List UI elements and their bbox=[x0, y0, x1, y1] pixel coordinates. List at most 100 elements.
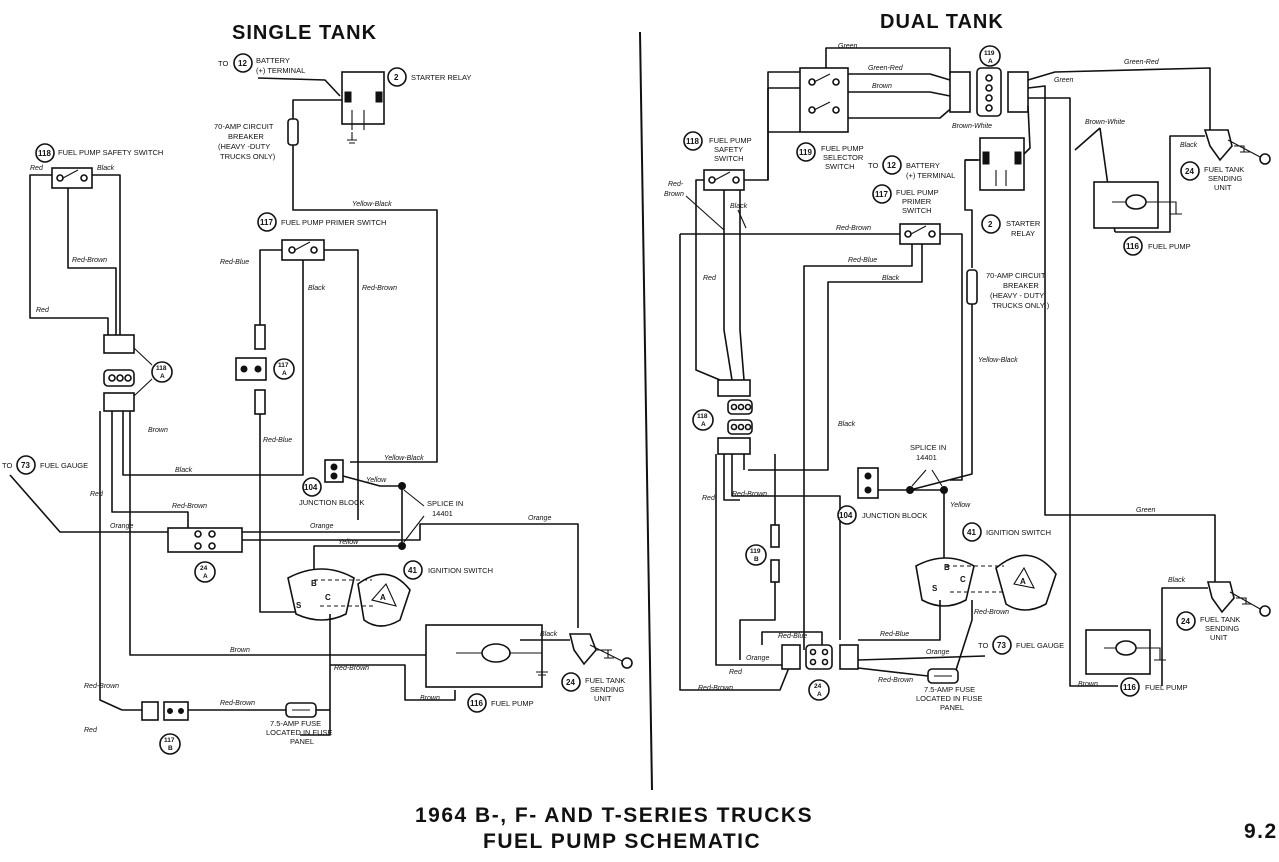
dual-sending-unit-bottom bbox=[1206, 581, 1235, 614]
dual-ref-119a-circle bbox=[979, 45, 1001, 67]
single-safety-switch-label: FUEL PUMP SAFETY SWITCH bbox=[58, 148, 163, 157]
single-wire-orange1 bbox=[9, 474, 168, 533]
single-splice-label2: 14401 bbox=[432, 509, 453, 518]
dual-primer-contact bbox=[910, 225, 927, 235]
dual-ref-116b-circle bbox=[1120, 677, 1140, 697]
single-24a-pin4 bbox=[208, 542, 216, 550]
single-wire-label-orange3: Orange bbox=[528, 515, 551, 522]
dual-wire-label-green3: Green bbox=[1136, 507, 1156, 514]
dual-relay-term-right bbox=[1014, 151, 1022, 165]
dual-ref-118a-circle bbox=[692, 409, 714, 431]
single-jb-term1 bbox=[330, 463, 338, 471]
single-ignition-term-a: A bbox=[380, 593, 386, 602]
dual-119b-plug-bot bbox=[770, 559, 780, 583]
single-ref-24a: 24 bbox=[200, 565, 208, 572]
single-ref-118a-sub: A bbox=[160, 373, 165, 380]
single-ignition-term-c: C bbox=[325, 593, 331, 602]
dual-sending-label1b: FUEL TANK bbox=[1200, 615, 1240, 624]
single-wire-label-redbrown1: Red-Brown bbox=[72, 257, 107, 264]
single-117a-pin1 bbox=[240, 365, 248, 373]
dual-connector-24a-left bbox=[781, 644, 801, 670]
dual-ignition-term-b: B bbox=[944, 563, 950, 572]
dual-wire-splice bbox=[878, 489, 945, 560]
single-connector-118a-bot bbox=[103, 392, 135, 412]
dual-wire-black-tank2 bbox=[1161, 587, 1208, 686]
dual-wire-redbrown-ign bbox=[955, 600, 973, 671]
single-fuel-pump-motor bbox=[481, 643, 511, 663]
dual-wire-label-red3: Red bbox=[729, 669, 743, 676]
single-24a-pin1 bbox=[194, 530, 202, 538]
single-ignition-term-s: S bbox=[296, 601, 302, 610]
dual-safety-label1: FUEL PUMP bbox=[709, 136, 752, 145]
dual-ref-119a-sub: A bbox=[988, 58, 993, 65]
single-wire-orange3 bbox=[242, 523, 579, 628]
dual-selector-switch-block bbox=[799, 67, 849, 133]
dual-ignition-switch-left bbox=[915, 557, 975, 607]
single-wire-red bbox=[29, 174, 109, 335]
dual-starter-label2: RELAY bbox=[1011, 229, 1035, 238]
single-wire-red-blue-top bbox=[259, 249, 282, 325]
dual-ref-117: 117 bbox=[875, 190, 888, 199]
dual-wire-label-black3: Black bbox=[882, 275, 900, 282]
dual-junction-block-label: JUNCTION BLOCK bbox=[862, 511, 927, 520]
single-ref-73: 73 bbox=[21, 461, 30, 470]
single-ref-117b: 117 bbox=[164, 737, 175, 744]
single-ref-24a-sub: A bbox=[203, 573, 208, 580]
single-jb-term2 bbox=[330, 472, 338, 480]
single-wire-black-primer bbox=[122, 260, 304, 476]
dual-118a-pin1 bbox=[730, 403, 738, 411]
single-fuse-label2: LOCATED IN FUSE bbox=[266, 728, 333, 737]
single-wire-yellow2 bbox=[313, 486, 403, 578]
dual-ref-73: 73 bbox=[997, 641, 1006, 650]
single-ref-104-circle bbox=[302, 477, 322, 497]
dual-fuel-gauge-label: FUEL GAUGE bbox=[1016, 641, 1064, 650]
single-primer-term1 bbox=[288, 246, 296, 254]
single-tank-title: SINGLE TANK bbox=[232, 22, 377, 44]
single-wire-label-red3: Red bbox=[90, 491, 104, 498]
single-sending-label2: SENDING bbox=[590, 685, 624, 694]
dual-ref-116: 116 bbox=[1126, 242, 1139, 251]
single-sending-label3: UNIT bbox=[594, 694, 612, 703]
dual-wire-red-blue-primer bbox=[803, 244, 913, 650]
dual-to12-label: TO bbox=[868, 161, 878, 170]
dual-wire-black-safety2 bbox=[739, 190, 745, 381]
dual-fuel-pump-motor-top bbox=[1125, 194, 1147, 210]
single-wire-red-brown-mid bbox=[111, 411, 189, 528]
dual-sending-label3b: UNIT bbox=[1210, 633, 1228, 642]
single-fuel-gauge-label: FUEL GAUGE bbox=[40, 461, 88, 470]
single-sending-arm bbox=[589, 644, 625, 663]
single-connector-117b-right bbox=[163, 701, 189, 721]
dual-wire-brown-white2 bbox=[1017, 105, 1101, 161]
dual-wire-redbrown-118a bbox=[731, 454, 841, 640]
dual-wire-brown-white1 bbox=[848, 104, 956, 119]
single-ignition-dashes bbox=[314, 579, 374, 607]
dual-circuit-breaker bbox=[966, 269, 978, 305]
dual-fuel-pump-label: FUEL PUMP bbox=[1148, 242, 1191, 251]
single-wire-label-yellow1: Yellow bbox=[366, 477, 387, 484]
single-ref-117b-circle bbox=[159, 733, 181, 755]
single-wire-red-brown-ign bbox=[300, 614, 331, 736]
dual-wire-label-redbrown4: Red-Brown bbox=[974, 609, 1009, 616]
dual-wire-label-redblue3: Red-Blue bbox=[778, 633, 807, 640]
single-ref-118a: 118 bbox=[156, 365, 167, 372]
single-wire-label-red2: Red bbox=[36, 307, 50, 314]
single-connector-117b-left bbox=[141, 701, 159, 721]
single-safety-switch bbox=[51, 167, 93, 189]
dual-ref-24a-sub: A bbox=[817, 691, 822, 698]
single-wire-label-redbrown6: Red-Brown bbox=[84, 683, 119, 690]
dual-splice-dot1 bbox=[906, 486, 914, 494]
dual-sending-float-top bbox=[1259, 153, 1271, 165]
single-ref-117b-sub: B bbox=[168, 745, 173, 752]
dual-ignition-dashes bbox=[946, 565, 1006, 593]
dual-wire-label-black4: Black bbox=[838, 421, 856, 428]
single-junction-block-label: JUNCTION BLOCK bbox=[299, 498, 364, 507]
dual-fuel-pump-internal-bottom bbox=[1104, 647, 1166, 661]
dual-connector-118a-top bbox=[717, 379, 751, 397]
single-wire-label-redbrown4: Red-Brown bbox=[334, 665, 369, 672]
dual-ref-24b: 24 bbox=[1181, 617, 1190, 626]
dual-breaker-label2: BREAKER bbox=[1003, 281, 1039, 290]
dual-ignition-term-s: S bbox=[932, 584, 938, 593]
dual-sending-float-bottom bbox=[1259, 605, 1271, 617]
single-wire-battery bbox=[257, 77, 341, 97]
single-ref-24-circle bbox=[561, 672, 581, 692]
